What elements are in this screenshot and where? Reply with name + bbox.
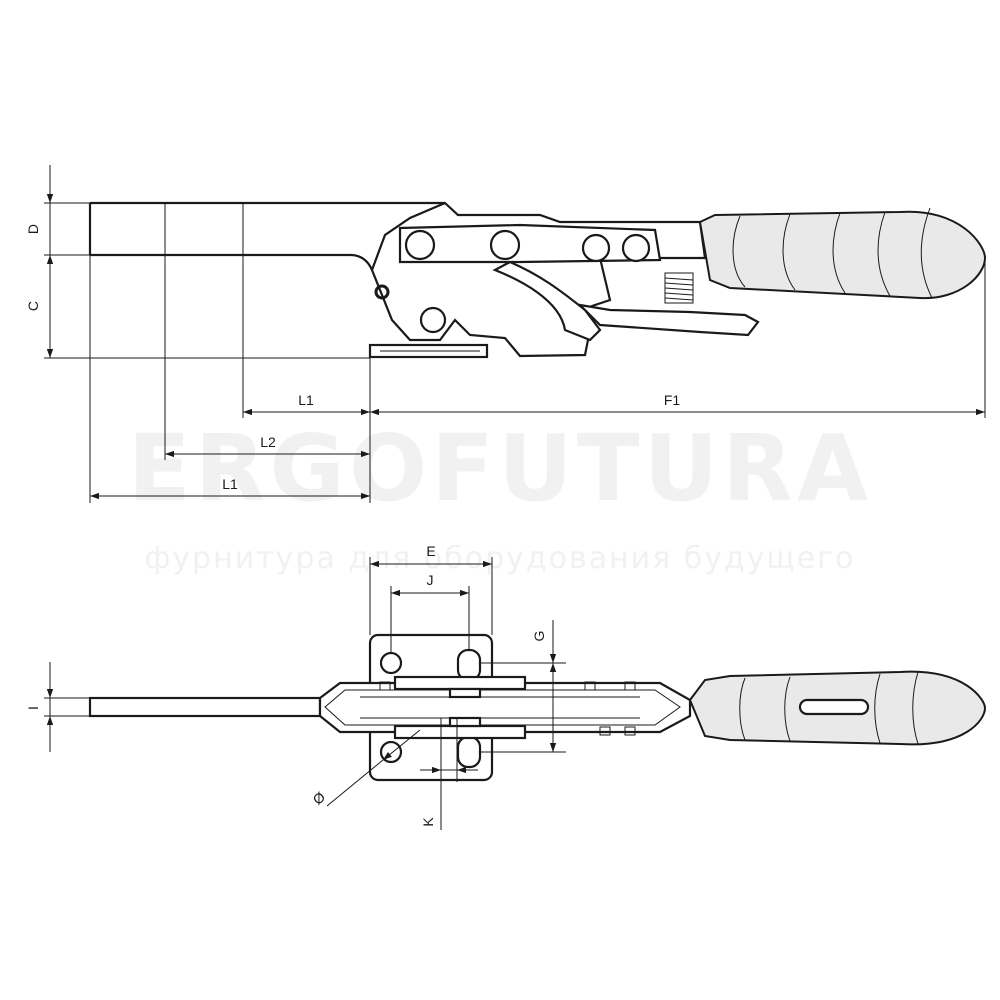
dimension-L1-lower: L1	[90, 476, 370, 500]
plan-handle-grip	[688, 670, 987, 746]
dimension-E: E	[369, 543, 493, 635]
top-view: D C L1 F1 L2 L1	[25, 165, 987, 503]
pivot-1	[404, 229, 436, 261]
label-L1-lower: L1	[222, 476, 238, 492]
dimension-K: K	[420, 718, 478, 830]
watermark-tagline: фурнитура для оборудования будущего	[145, 541, 856, 576]
clamp-arm	[88, 201, 445, 271]
plan-bar	[88, 696, 322, 718]
dimension-I: I	[25, 662, 90, 752]
label-I: I	[25, 706, 41, 710]
pivot-4	[621, 233, 651, 263]
dimension-L1-upper: L1	[243, 392, 370, 416]
pivot-5	[419, 306, 447, 334]
pivot-3	[581, 233, 611, 263]
label-E: E	[426, 543, 435, 559]
watermark: ERGOFUTURA фурнитура для оборудования бу…	[128, 415, 872, 576]
spring	[664, 272, 694, 304]
watermark-brand: ERGOFUTURA	[128, 415, 872, 522]
dimension-J: J	[390, 572, 470, 653]
dimension-F1: F1	[370, 392, 985, 416]
dimension-L2: L2	[165, 434, 370, 458]
plan-body	[318, 675, 692, 740]
dimension-D-C: D C	[25, 165, 370, 359]
pivot-small	[374, 284, 390, 300]
label-L1-upper: L1	[298, 392, 314, 408]
label-G: G	[531, 631, 547, 642]
label-J: J	[427, 572, 434, 588]
label-diameter: Ø	[309, 788, 328, 807]
clamp-body	[368, 201, 760, 359]
label-L2: L2	[260, 434, 276, 450]
label-D: D	[25, 224, 41, 234]
pivot-2	[489, 229, 521, 261]
label-C: C	[25, 301, 41, 311]
label-F1: F1	[664, 392, 681, 408]
bottom-view: E J G I Ø	[25, 543, 987, 830]
dimension-G: G	[480, 620, 566, 753]
handle-grip	[698, 207, 987, 300]
label-K: K	[420, 817, 436, 827]
